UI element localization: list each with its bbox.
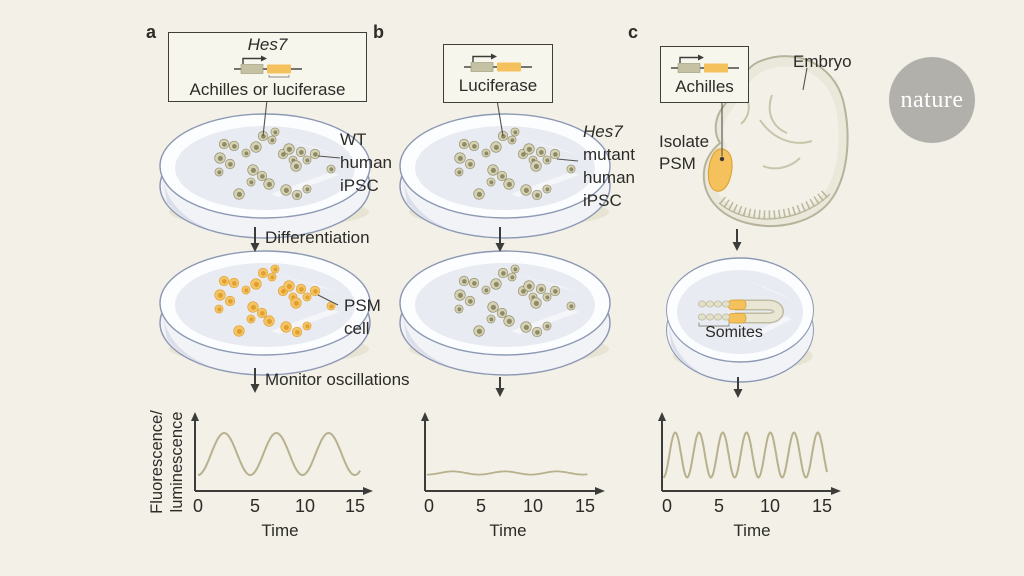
tick-label: 10 [294,496,316,516]
tick-label: 15 [344,496,366,516]
psm-tip-top [727,299,747,310]
tick-label: 10 [522,496,544,516]
callout-line: iPSC [583,191,622,210]
x-axis-title-a: Time [261,521,299,540]
ipsc-colonies-dish-b2 [454,264,576,338]
tick-label: 15 [574,496,596,516]
somites-bracket [698,322,730,327]
oscillation-trace-c [662,431,828,479]
callout-psm-cell: PSM cell [344,294,381,340]
callout-line: Isolate [659,132,710,151]
x-axis-title-b: Time [489,521,527,540]
panel-letter-a: a [146,22,157,42]
callout-isolate-psm: Isolate PSM [659,131,709,175]
tick-label: 10 [759,496,781,516]
somite-band [719,188,831,220]
construct-box-b: Luciferase [443,44,553,103]
callout-line: cell [344,319,370,338]
callout-gene-line: Hes7 [583,122,623,141]
y-axis-title-line: Fluorescence/ [148,410,166,514]
construct-box-a: Hes7 Achilles or luciferase [168,32,367,102]
callout-hes7-mutant-ipsc: Hes7 mutant human iPSC [583,120,635,212]
tick-label: 0 [423,496,435,516]
callout-embryo: Embryo [793,52,852,71]
ipsc-colonies-dish-a1 [214,127,336,201]
somite-explant [698,299,784,327]
tick-label: 0 [192,496,204,516]
callout-line: iPSC [340,176,379,195]
oscillation-trace-b [426,470,588,476]
psm-cells-dish-a2 [214,264,336,338]
nature-logo-text: nature [900,86,964,113]
nature-logo: nature [889,57,975,143]
callout-line: PSM [659,154,696,173]
tick-label: 5 [249,496,261,516]
pointer-lines [262,67,808,306]
tick-label: 5 [475,496,487,516]
flow-arrows [250,227,743,398]
ipsc-colonies-dish-b1 [454,127,576,201]
construct-caption-c: Achilles [675,76,734,96]
tick-label: 0 [661,496,673,516]
callout-line: human [583,168,635,187]
gene-construct-diagram-a [233,55,302,77]
callout-line: PSM [344,296,381,315]
panel-letter-c: c [628,22,639,42]
y-axis-title-line: luminescence [168,411,186,513]
construct-box-c: Achilles [660,46,749,103]
callout-line: human [340,153,392,172]
x-ticks-graph-b: 0 5 10 15 [0,496,1024,520]
psm-tip-bottom [727,313,747,324]
construct-caption-a: Achilles or luciferase [189,79,346,99]
callout-wt-human-ipsc: WT human iPSC [340,128,392,197]
label-somites: Somites [705,324,763,341]
x-ticks-graph-c: 0 5 10 15 [0,496,1024,520]
construct-caption-b: Luciferase [458,75,538,95]
gene-construct-diagram-b [464,53,532,72]
x-ticks-graph-a: 0 5 10 15 [0,496,1024,520]
psm-region [707,148,733,192]
step-differentiation: Differentiation [265,228,370,247]
callout-line: mutant [583,145,635,164]
graph-axes [191,412,841,495]
gene-construct-diagram-c [670,54,739,73]
x-axis-title-c: Time [733,521,771,540]
y-axis-title-a: Fluorescence/ luminescence [147,382,191,542]
somite-blobs [698,300,731,321]
oscillation-trace-a [197,431,361,477]
callout-line: WT [340,130,367,149]
step-monitor-oscillations: Monitor oscillations [265,370,410,389]
tick-label: 5 [713,496,725,516]
panel-letter-b: b [373,22,384,42]
tick-label: 15 [811,496,833,516]
gene-name-hes7: Hes7 [247,34,288,54]
